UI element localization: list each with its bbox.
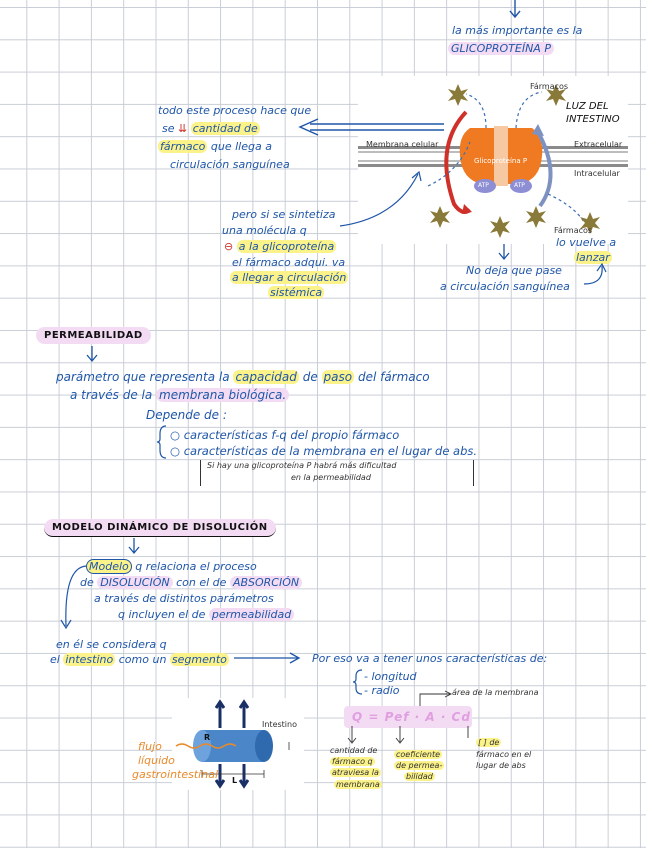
fig1-intracelular: Intracelular xyxy=(574,169,620,179)
brace-left-2 xyxy=(352,668,364,696)
arrow-down-perm xyxy=(82,346,102,366)
flujo-line2: líquido xyxy=(138,754,175,768)
top-line2: GLICOPROTEÍNA P xyxy=(448,42,554,56)
formula-c2: fármaco en el xyxy=(476,750,531,760)
modelo-l7: Por eso va a tener unos características … xyxy=(312,652,547,666)
flujo-line1: flujo xyxy=(138,740,162,754)
perm-depende: Depende de : xyxy=(146,408,227,422)
formula-q2: fármaco q xyxy=(330,757,375,767)
fig1-farmacos-bottom: Fármacos xyxy=(554,226,592,236)
perm-note1: Si hay una glicoproteína P habrá más dif… xyxy=(207,461,396,471)
arrow-down-modelo xyxy=(124,538,144,558)
perm-note-box: Si hay una glicoproteína P habrá más dif… xyxy=(200,460,474,486)
modelo-l2: de DISOLUCIÓN con el de ABSORCIÓN xyxy=(80,576,302,590)
pero-line2: una molécula q xyxy=(222,224,307,238)
fig2-l: L xyxy=(232,776,237,786)
formula-pointers xyxy=(330,724,480,746)
fig2-intestino: Intestino xyxy=(262,720,297,730)
modelo-l6: el intestino como un segmento xyxy=(50,653,229,667)
perm-note2: en la permeabilidad xyxy=(291,473,371,483)
arrow-down-fig xyxy=(494,244,514,264)
minus-circle-icon: ⊖ xyxy=(224,240,233,253)
formula-p3: bilidad xyxy=(404,772,435,782)
fig1-atp-left: ATP xyxy=(478,181,489,191)
pero-line5: a llegar a circulación xyxy=(230,271,348,285)
pero-line1: pero si se sintetiza xyxy=(232,208,336,222)
brace-left xyxy=(156,424,168,460)
fig2-r: R xyxy=(204,733,210,743)
perm-line2: a través de la membrana biológica. xyxy=(70,388,289,402)
curve-arrow-modelo xyxy=(56,562,96,634)
flujo-line3: gastrointestinal xyxy=(132,768,218,782)
fig1-membrana: Membrana celular xyxy=(366,140,438,150)
modelo-l3: a través de distintos parámetros xyxy=(94,592,274,606)
formula-area-label: área de la membrana xyxy=(452,688,539,698)
top-line1: la más importante es la xyxy=(452,24,582,38)
modelo-l5: en él se considera q xyxy=(56,638,167,652)
proceso-line1: todo este proceso hace que xyxy=(158,104,311,118)
formula-p1: coeficiente xyxy=(394,750,442,760)
modelo-longitud: - longitud xyxy=(364,670,417,684)
curve-arrow-to-figure xyxy=(336,170,426,230)
permeabilidad-heading: PERMEABILIDAD xyxy=(36,330,151,341)
formula-text: Q = Pef · A · Cd xyxy=(352,710,471,724)
arrow-right-modelo xyxy=(232,650,304,666)
perm-line1: parámetro que representa la capacidad de… xyxy=(56,370,430,384)
modelo-l4: q incluyen el de permeabilidad xyxy=(118,608,294,622)
fig1-farmacos-top: Fármacos xyxy=(530,82,568,92)
modelo-heading: MODELO DINÁMICO DE DISOLUCIÓN xyxy=(44,522,276,533)
fig1-atp-right: ATP xyxy=(514,181,525,191)
luz-line2: INTESTINO xyxy=(566,113,620,127)
proceso-line4: circulación sanguínea xyxy=(170,158,290,172)
down-arrows-icon: ⇊ xyxy=(178,122,187,135)
vuelve-line1: lo vuelve a xyxy=(556,236,616,250)
proceso-line2: se ⇊ cantidad de xyxy=(162,122,260,136)
formula-q4: membrana xyxy=(334,780,382,790)
formula-p2: de permea- xyxy=(394,761,444,771)
modelo-radio: - radio xyxy=(364,684,400,698)
perm-item1: ○ características f-q del propio fármaco xyxy=(170,428,399,442)
arrow-down-top xyxy=(505,0,525,22)
fig1-extracelular: Extracelular xyxy=(574,140,622,150)
formula-c1: [ ] de xyxy=(476,738,501,748)
modelo-l1: Modelo q relaciona el proceso xyxy=(86,560,257,574)
formula-c3: lugar de abs xyxy=(476,761,526,771)
pero-line4: el fármaco adqui. va xyxy=(232,256,345,270)
formula-q3: atraviesa la xyxy=(330,768,381,778)
nodeja-line1: No deja que pase xyxy=(466,264,562,278)
formula-q1: cantidad de xyxy=(330,746,377,756)
pero-line3: ⊖ a la glicoproteína xyxy=(224,240,336,254)
proceso-line3: fármaco que llega a xyxy=(158,140,272,154)
pero-line6: sistémica xyxy=(268,286,324,300)
curve-arrow-right xyxy=(582,262,612,292)
arrow-left-double xyxy=(296,118,446,138)
nodeja-line2: a circulación sanguínea xyxy=(440,280,570,294)
luz-line1: LUZ DEL xyxy=(566,100,609,114)
fig1-glicoproteina: Glicoproteína P xyxy=(474,156,527,166)
perm-item2: ○ características de la membrana en el l… xyxy=(170,444,477,458)
